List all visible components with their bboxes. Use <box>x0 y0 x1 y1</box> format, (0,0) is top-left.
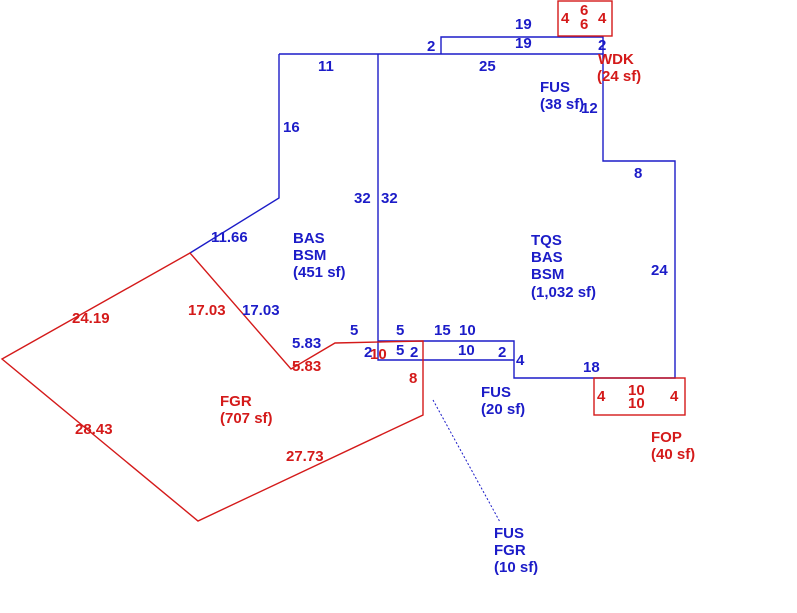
dim-divider-32-right: 32 <box>381 190 398 207</box>
dim-fgr-24-19: 24.19 <box>72 310 110 327</box>
main-label-1: TQS <box>531 232 562 249</box>
wdk-code: WDK <box>598 51 634 68</box>
fus-fgr-label-1: FUS <box>494 525 524 542</box>
dim-fus-top-2-left: 2 <box>427 38 435 55</box>
dim-5-83-blue: 5.83 <box>292 335 321 352</box>
dim-wdk-left: 4 <box>561 10 570 27</box>
dim-fop-10a: 10 <box>628 382 645 399</box>
dim-fop-4-left: 4 <box>597 388 606 405</box>
dim-wdk-right: 4 <box>598 10 607 27</box>
dim-bottom-5b: 5 <box>396 322 404 339</box>
dim-bottom-5c: 5 <box>396 342 404 359</box>
dim-wdk-top: 6 <box>580 2 588 19</box>
dim-divider-32-left: 32 <box>354 190 371 207</box>
main-floor-outline <box>279 53 676 379</box>
fus-top-code: FUS <box>540 79 570 96</box>
dim-bottom-10-red: 10 <box>370 346 387 363</box>
dim-fus-top-2-right: 2 <box>598 37 606 54</box>
dim-bottom-2c: 2 <box>498 344 506 361</box>
dim-bottom-2a: 2 <box>364 344 372 361</box>
fgr-area: (707 sf) <box>220 410 273 427</box>
fgr-outline <box>0 252 424 522</box>
fus-fgr-outline <box>377 341 514 361</box>
fus-top-outline <box>440 36 604 54</box>
dim-fop-10b: 10 <box>628 395 645 412</box>
dim-wdk-bottom: 6 <box>580 16 588 33</box>
dim-bottom-4: 4 <box>516 352 525 369</box>
dim-fgr-17-03-blue: 17.03 <box>242 302 280 319</box>
dim-5-83-red: 5.83 <box>292 358 321 375</box>
dim-fgr-28-43: 28.43 <box>75 421 113 438</box>
dim-fus-top-19a: 19 <box>515 16 532 33</box>
fus-fgr-area: (10 sf) <box>494 559 538 576</box>
bas-area: (451 sf) <box>293 264 346 281</box>
fus-fgr-leader <box>432 399 501 523</box>
dim-right-12: 12 <box>581 100 598 117</box>
fop-outline <box>593 377 686 416</box>
bas-room-outline <box>189 54 280 254</box>
wdk-area: (24 sf) <box>597 68 641 85</box>
dim-bottom-15: 15 <box>434 322 451 339</box>
dim-fus-top-19b: 19 <box>515 35 532 52</box>
main-label-2: BAS <box>531 249 563 266</box>
dim-main-top: 25 <box>479 58 496 75</box>
fus-fgr-label-2: FGR <box>494 542 526 559</box>
main-label-3: BSM <box>531 266 564 283</box>
dim-bas-top: 11 <box>318 58 334 75</box>
bas-label-1: BAS <box>293 230 325 247</box>
dim-bottom-5a: 5 <box>350 322 358 339</box>
fus-mid-area: (20 sf) <box>481 401 525 418</box>
dim-fgr-17-03-red: 17.03 <box>188 302 226 319</box>
dim-left-16: 16 <box>283 119 300 136</box>
dim-bottom-2b: 2 <box>410 344 418 361</box>
dim-fgr-27-73: 27.73 <box>286 448 324 465</box>
dim-fop-4-right: 4 <box>670 388 679 405</box>
fus-mid-code: FUS <box>481 384 511 401</box>
dim-bottom-10a: 10 <box>459 322 476 339</box>
bas-label-2: BSM <box>293 247 326 264</box>
fus-top-area: (38 sf) <box>540 96 584 113</box>
fop-area: (40 sf) <box>651 446 695 463</box>
dim-right-24: 24 <box>651 262 668 279</box>
dim-step-8: 8 <box>634 165 642 182</box>
dim-fgr-8: 8 <box>409 370 417 387</box>
fop-code: FOP <box>651 429 682 446</box>
dim-diag-11-66: 11.66 <box>211 229 248 246</box>
fgr-code: FGR <box>220 393 252 410</box>
dim-bottom-10b: 10 <box>458 342 475 359</box>
main-area: (1,032 sf) <box>531 284 596 301</box>
dim-bottom-18: 18 <box>583 359 600 376</box>
wdk-outline <box>557 0 613 37</box>
